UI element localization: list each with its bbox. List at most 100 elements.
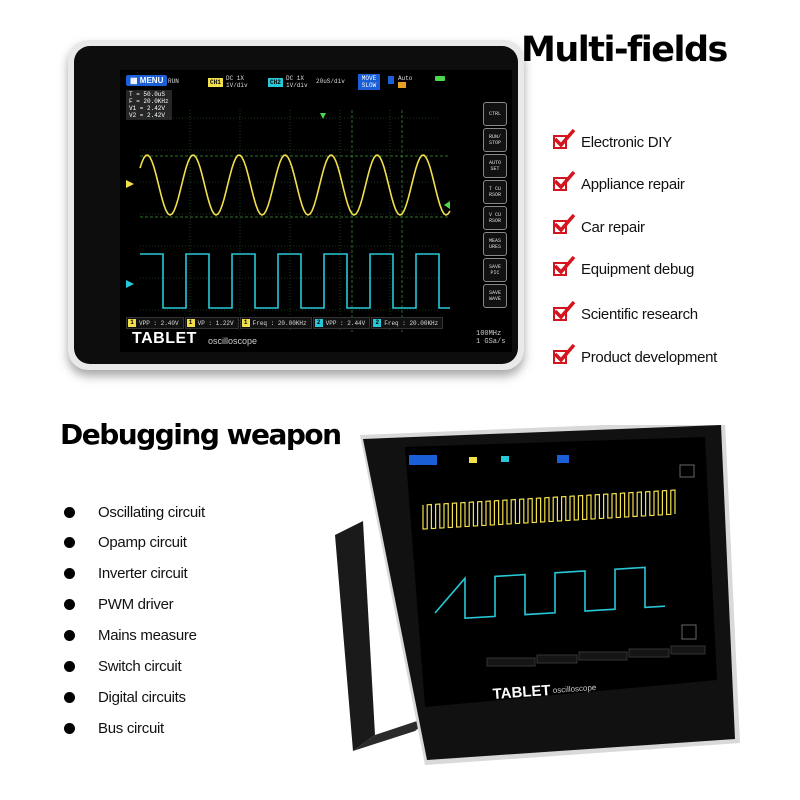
save-pic-button[interactable]: SAVE PIC [483,258,507,282]
ch1-coupling: DC 1X [226,75,245,82]
checkmark-icon [553,213,576,234]
measurement-value: VPP : 2.44V [325,319,366,327]
channel-index: 2 [373,319,382,327]
model-label: oscilloscope [208,336,258,346]
bullet-icon [64,536,75,548]
checkmark-icon [553,128,576,149]
stand-leg-back [335,521,375,751]
measurement-value: VP : 1.22V [197,319,234,327]
measurement-value: VPP : 2.40V [139,319,179,327]
ch2-indicator-icon [501,456,509,462]
measurement-value: Freq : 20.00KHz [252,319,307,327]
measures-button[interactable]: MEAS URES [483,232,507,256]
checkmark-icon [553,343,576,364]
list-item-label: Switch circuit [98,657,182,675]
list-item-label: PWM driver [98,595,174,613]
list-item: PWM driver [64,592,174,616]
cursor-readout: T = 50.0uS F = 20.0KHz V1 = 2.42V V2 = 2… [126,90,172,120]
measurement-cell [628,648,670,658]
trigger-level-icon [398,82,406,88]
list-item-label: Oscillating circuit [98,503,205,521]
readout-f: F = 20.0KHz [129,98,169,105]
sample-rate: 1 GSa/s [476,338,506,346]
checklist-label: Equipment debug [581,260,695,278]
channel-index: 1 [241,319,250,327]
checklist-item: Product development [553,343,717,371]
checklist-label: Product development [581,348,718,366]
measurement-value: Freq : 20.00KHz [384,319,439,327]
time-cursor-button[interactable]: T CU RSOR [483,180,507,204]
list-item-label: Mains measure [98,626,197,644]
ch2-scale: 1V/div [286,82,308,89]
side-button-icon [679,464,695,478]
measurement-bar-graphic [486,645,706,667]
run-state: RUN [168,78,179,85]
bullet-icon [64,660,75,672]
list-item: Oscillating circuit [64,500,205,524]
menu-label: MENU [139,76,164,85]
save-wave-button[interactable]: SAVE WAVE [483,284,507,308]
list-item: Digital circuits [64,685,186,709]
checklist-label: Car repair [581,218,645,236]
menu-grid-icon: ▦ [130,76,138,85]
list-item-label: Digital circuits [98,688,186,706]
brand-logo: TABLET [132,330,197,347]
bullet-icon [64,506,75,518]
list-item: Switch circuit [64,654,182,678]
ch1-indicator-icon [469,457,477,463]
checklist-label: Electronic DIY [581,133,672,151]
list-item: Opamp circuit [64,530,187,554]
volt-cursor-button[interactable]: V CU RSOR [483,206,507,230]
model-label: oscilloscope [553,683,598,695]
menu-button[interactable]: ▦ MENU [126,75,168,86]
auto-set-button[interactable]: AUTO SET [483,154,507,178]
bullet-icon [64,691,75,703]
ch2-square-wave [140,253,450,309]
checklist-label: Scientific research [581,305,698,323]
checklist-item: Car repair [553,213,645,241]
ch2-indicator[interactable]: CH2 [268,78,283,87]
list-item: Bus circuit [64,716,164,740]
measurement-cell [578,651,628,661]
checklist-item: Scientific research [553,300,698,328]
bullet-icon [64,629,75,641]
measurement-cell [670,645,706,655]
ch1-indicator[interactable]: CH1 [208,78,223,87]
move-mode-icon [557,455,569,463]
trigger-edge-icon [388,76,394,84]
run-stop-button[interactable]: RUN/ STOP [483,128,507,152]
checklist-item: Electronic DIY [553,128,672,156]
channel-index: 1 [128,319,136,327]
ch2-marker-icon [126,280,134,288]
side-button-icon [681,624,697,640]
ch1-marker-icon [126,180,134,188]
ch1-settings: DC 1X 1V/div [226,75,248,89]
oscilloscope-screen: ▦ MENU RUN CH1 DC 1X 1V/div CH2 DC 1X 1V… [120,70,512,352]
brand-logo: TABLET [492,682,551,703]
multi-fields-heading: Multi-fields [521,30,728,70]
ch1-dense-wave [422,489,676,530]
checklist-item: Equipment debug [553,255,694,283]
waveform-display [126,110,451,332]
checklist-label: Appliance repair [581,175,685,193]
bullet-icon [64,722,75,734]
channel-index: 2 [314,319,323,327]
checkmark-icon [553,300,576,321]
spec-readout: 100MHz 1 GSa/s [476,330,505,346]
move-mode-button[interactable]: MOVE SLOW [358,74,380,90]
battery-icon [435,76,445,81]
ch2-coupling: DC 1X [286,75,305,82]
ctrl-button[interactable]: CTRL [483,102,507,126]
oscilloscope-tablet-front: ▦ MENU RUN CH1 DC 1X 1V/div CH2 DC 1X 1V… [68,40,524,370]
trigger-position-icon [320,113,326,119]
ch2-square-wave [434,566,666,620]
stand-foot [353,715,435,751]
tablet-illustration: TABLET oscilloscope [335,420,740,765]
oscilloscope-tablet-standing: TABLET oscilloscope [305,420,745,765]
